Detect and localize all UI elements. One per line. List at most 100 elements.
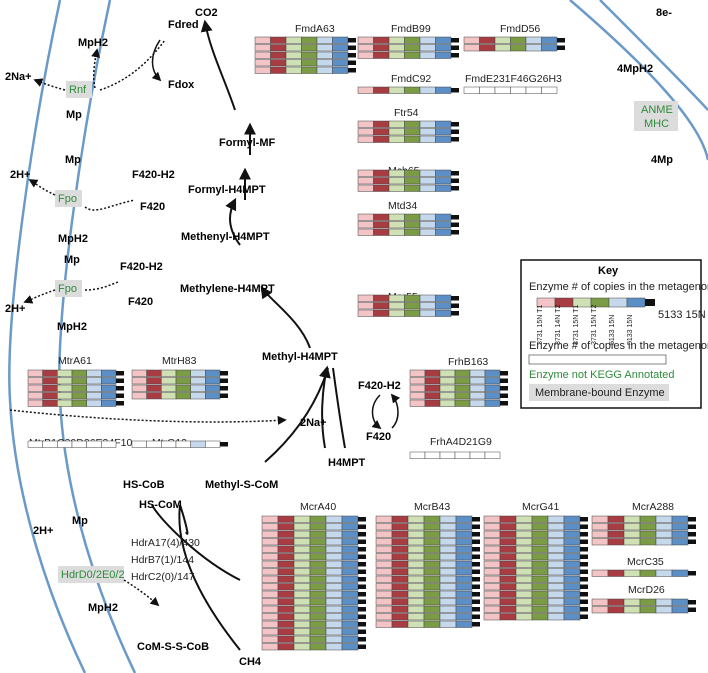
enzyme-cell	[277, 515, 295, 523]
enzyme-tail	[220, 378, 228, 383]
enzyme-cell	[373, 36, 390, 44]
enzyme-cell	[270, 51, 287, 59]
enzyme-cell	[510, 86, 527, 94]
mtr-na: 2Na+	[300, 417, 327, 429]
enzyme-cell	[515, 553, 533, 561]
enzyme-cell	[293, 530, 311, 538]
enzyme-cell	[407, 613, 425, 621]
enzyme-cell	[407, 530, 425, 538]
enzyme-cell	[455, 553, 473, 561]
enzyme-cell	[407, 575, 425, 583]
enzyme-cell	[483, 560, 501, 568]
enzyme-cell	[86, 377, 102, 385]
enzyme-tail	[472, 517, 480, 522]
enzyme-tail	[500, 386, 508, 391]
enzyme-cell	[423, 598, 441, 606]
enzyme-cell	[563, 560, 581, 568]
enzyme-cell	[531, 590, 549, 598]
enzyme-cell	[391, 538, 409, 546]
enzyme-cell	[423, 523, 441, 531]
key-sample-2: 3731 15N T1	[573, 305, 580, 345]
enzyme-cell	[423, 590, 441, 598]
enzyme-cell	[439, 538, 457, 546]
enzyme-cell	[341, 583, 359, 591]
enzyme-cell	[325, 643, 343, 651]
enzyme-cell	[435, 294, 452, 302]
enzyme-cell	[547, 613, 565, 621]
enzyme-label-mtra61: MtrA61	[58, 355, 92, 367]
enzyme-cell	[483, 613, 501, 621]
enzyme-cell	[404, 184, 421, 192]
enzyme-cell	[435, 221, 452, 229]
enzyme-cell	[404, 44, 421, 52]
enzyme-tail	[580, 614, 588, 619]
enzyme-table-mcrd26: McrD26	[591, 584, 696, 614]
enzyme-cell	[316, 36, 333, 44]
anme-box	[634, 101, 678, 131]
enzyme-cell	[455, 545, 473, 553]
enzyme-table-mcrc35: McrC35	[591, 556, 696, 577]
key-sample-5: 5133 15N	[627, 315, 634, 345]
enzyme-cell	[483, 545, 501, 553]
com-s-s-cob-label: CoM-S-S-CoB	[137, 641, 209, 653]
enzyme-cell	[671, 569, 689, 577]
enzyme-cell	[161, 384, 177, 392]
enzyme-cell	[391, 620, 409, 628]
enzyme-cell	[435, 309, 452, 317]
enzyme-tail	[557, 38, 565, 43]
enzyme-cell	[404, 36, 421, 44]
hdr-complex: HdrD0/2E0/2 Mp MpH2 2H+ HdrA17(4)/430 Hd…	[33, 515, 200, 614]
enzyme-cell	[435, 213, 452, 221]
enzyme-cell	[101, 399, 117, 407]
enzyme-cell	[277, 613, 295, 621]
enzyme-cell	[375, 613, 393, 621]
enzyme-cell	[435, 135, 452, 143]
enzyme-cell	[531, 523, 549, 531]
enzyme-tail	[472, 599, 480, 604]
enzyme-cell	[325, 545, 343, 553]
frh-f420: F420	[366, 431, 391, 443]
enzyme-cell	[277, 530, 295, 538]
enzyme-tail	[358, 532, 366, 537]
enzyme-cell	[623, 523, 641, 531]
enzyme-label-mcrd26: McrD26	[628, 584, 665, 596]
enzyme-cell	[469, 399, 486, 407]
enzyme-cell	[469, 392, 486, 400]
enzyme-cell	[71, 377, 87, 385]
enzyme-cell	[483, 553, 501, 561]
fpo2-f420: F420	[128, 296, 153, 308]
enzyme-label-mcra40: McrA40	[300, 501, 336, 513]
enzyme-cell	[499, 613, 517, 621]
hdr-soluble-0: HdrA17(4)/430	[131, 537, 200, 549]
enzyme-cell	[671, 538, 689, 546]
enzyme-cell	[499, 515, 517, 523]
enzyme-cell	[373, 177, 390, 185]
enzyme-cell	[439, 553, 457, 561]
fpo-complex-2: Fpo Mp MpH2 2H+ F420-H2 F420	[5, 254, 163, 333]
enzyme-table-mtrh83: MtrH83	[131, 355, 228, 400]
enzyme-cell	[455, 523, 473, 531]
fpo1-label: Fpo	[58, 193, 77, 205]
enzyme-cell	[563, 575, 581, 583]
enzyme-cell	[357, 228, 374, 236]
fd-red: Fdred	[168, 19, 199, 31]
enzyme-cell	[531, 613, 549, 621]
key-sample-0: 3731 15N T1	[537, 305, 544, 345]
enzyme-cell	[455, 605, 473, 613]
enzyme-tail	[451, 303, 459, 308]
enzyme-cell	[388, 135, 405, 143]
enzyme-cell	[439, 568, 457, 576]
enzyme-cell	[375, 568, 393, 576]
enzyme-cell	[531, 605, 549, 613]
enzyme-cell	[419, 309, 436, 317]
enzyme-cell	[563, 538, 581, 546]
enzyme-tail	[688, 600, 696, 605]
enzyme-cell	[316, 44, 333, 52]
enzyme-cell	[375, 605, 393, 613]
enzyme-cell	[373, 302, 390, 310]
enzyme-tail	[451, 38, 459, 43]
enzyme-cell	[205, 377, 221, 385]
enzyme-cell	[591, 530, 609, 538]
enzyme-cell	[261, 620, 279, 628]
enzyme-cell	[671, 598, 689, 606]
